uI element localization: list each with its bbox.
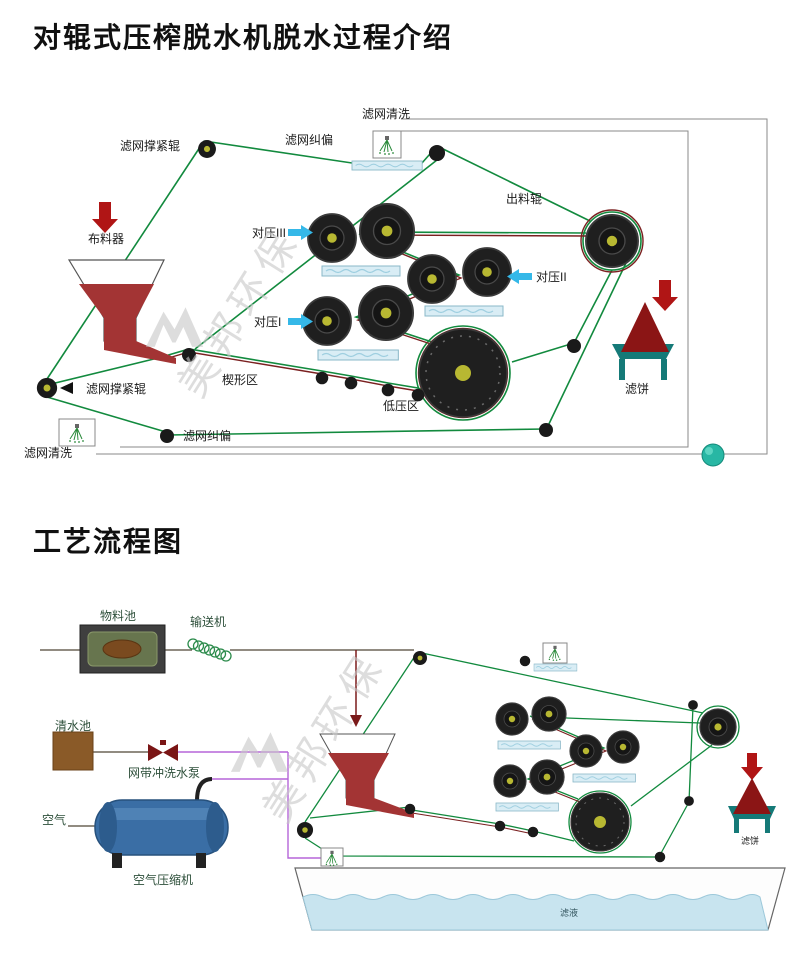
mini-wash-box-bottom: [320, 847, 344, 867]
mini-wash-box-top: [542, 642, 568, 664]
distributor-funnel: [67, 259, 176, 364]
cake-arrow: [652, 280, 678, 311]
mini-hopper: [319, 733, 414, 818]
label-screen-wash-top: 滤网清洗: [362, 107, 410, 121]
cake-stand: [612, 302, 674, 380]
press-pointer-arrows: [288, 225, 532, 329]
label-wedge-zone: 楔形区: [222, 373, 258, 387]
label-screen-align-bottom: 滤网纠偏: [183, 428, 231, 443]
material-drop-arrow: [350, 715, 362, 727]
watermark-top: 美邦环保: [145, 219, 309, 405]
label-screen-tension-bottom: 滤网撑紧辊: [86, 381, 146, 396]
label-clean-water-pool: 清水池: [55, 719, 91, 733]
mini-rollers: [296, 651, 737, 863]
label-low-pressure-zone: 低压区: [383, 399, 419, 413]
conveyor-coil: [187, 638, 232, 662]
label-material-pool: 物料池: [100, 609, 136, 623]
flow-lines: [40, 649, 414, 827]
mini-cake-arrow: [741, 753, 763, 780]
machine-labels: 滤网清洗 滤网纠偏 滤网撑紧辊 出料辊 布料器 对压III 对压II 对压I 楔…: [24, 107, 649, 460]
filtrate-basin: [294, 867, 786, 931]
label-press-1: 对压I: [254, 315, 281, 329]
wash-water-pipes: [96, 118, 768, 455]
label-mini-filter-cake: 滤饼: [741, 835, 759, 846]
tension-pointer-arrow: [60, 382, 73, 394]
label-press-3: 对压III: [252, 226, 286, 240]
pump-ball: [701, 443, 725, 467]
label-air-compressor: 空气压缩机: [133, 872, 193, 887]
label-press-2: 对压II: [536, 270, 567, 284]
label-screen-align-top: 滤网纠偏: [285, 132, 333, 147]
low-pressure-roller: [418, 328, 508, 418]
label-filtrate: 滤液: [560, 907, 578, 918]
mini-cake-stand: [728, 778, 776, 833]
material-pool-box: [79, 624, 166, 674]
clean-water-pool-box: [52, 731, 94, 771]
flow-labels: 物料池 输送机 清水池 网带冲洗水泵 空气 空气压缩机 滤饼 滤液: [42, 609, 759, 918]
label-conveyor: 输送机: [190, 614, 226, 629]
press-rollers: [302, 202, 639, 418]
flow-title: 工艺流程图: [33, 526, 184, 557]
feed-arrow: [92, 202, 118, 233]
label-belt-wash-pump: 网带冲洗水泵: [128, 765, 200, 780]
label-distributor: 布料器: [88, 232, 124, 246]
label-air: 空气: [42, 812, 66, 827]
label-screen-tension-top: 滤网撑紧辊: [120, 138, 180, 153]
wash-box-top: [372, 130, 402, 159]
wash-pump-valve: [148, 740, 178, 761]
label-screen-wash-bottom: 滤网清洗: [24, 446, 72, 460]
label-discharge-roller: 出料辊: [506, 192, 542, 206]
wash-box-bottom: [58, 418, 96, 447]
brand-logo-icon: [145, 307, 204, 347]
main-title: 对辊式压榨脱水机脱水过程介绍: [33, 22, 454, 53]
label-filter-cake: 滤饼: [625, 382, 649, 396]
air-compressor: [94, 777, 229, 868]
